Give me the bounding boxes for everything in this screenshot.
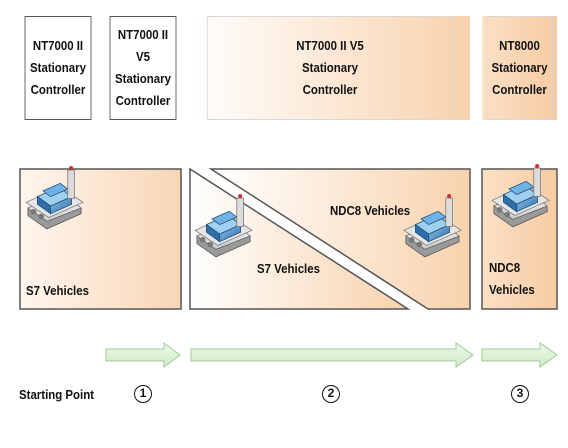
step-1-marker: 1 xyxy=(134,385,152,403)
ndc8-vehicles-label-right: NDC8 Vehicles xyxy=(489,260,535,297)
step-2-marker: 2 xyxy=(322,385,340,403)
step-3-marker: 3 xyxy=(511,385,529,403)
s7-vehicles-label-left: S7 Vehicles xyxy=(26,283,89,298)
starting-point-label: Starting Point xyxy=(19,387,94,402)
s7-vehicles-label-middle: S7 Vehicles xyxy=(257,261,320,276)
controller-nt7000-ii: NT7000 II Stationary Controller xyxy=(24,16,92,120)
timeline-arrow-2 xyxy=(190,342,474,368)
controller-nt8000: NT8000 Stationary Controller xyxy=(486,16,553,120)
controller-nt7000-ii-v5-wide: NT7000 II V5 Stationary Controller xyxy=(206,16,454,120)
ndc8-vehicles-label-middle: NDC8 Vehicles xyxy=(330,203,411,218)
timeline-arrow-1 xyxy=(105,342,181,368)
controller-nt7000-ii-v5: NT7000 II V5 Stationary Controller xyxy=(109,16,177,120)
timeline-arrow-3 xyxy=(481,342,558,368)
